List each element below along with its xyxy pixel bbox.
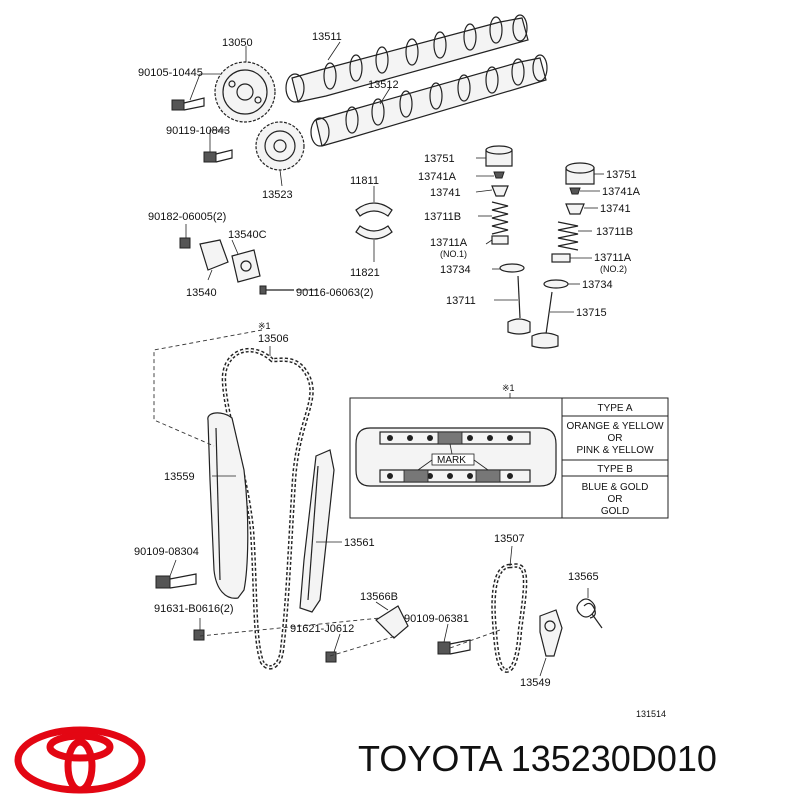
label-90182-06005: 90182-06005(2)	[148, 211, 226, 223]
label-13734-left: 13734	[440, 264, 471, 276]
diagram-id-code: 131514	[636, 709, 666, 719]
inset-row-orange-yellow: ORANGE & YELLOW	[566, 421, 664, 432]
label-no2: (NO.2)	[600, 264, 627, 274]
label-11811: 11811	[350, 175, 379, 187]
label-90105-10445: 90105-10445	[138, 67, 203, 79]
inset-chain-marks: ※1 MARK TYPE A ORAN	[349, 383, 669, 519]
label-13561: 13561	[344, 537, 375, 549]
bolt-91621	[325, 651, 337, 663]
camshaft-13512	[310, 54, 548, 147]
label-11821: 11821	[350, 267, 380, 279]
label-13751-right: 13751	[606, 169, 637, 181]
label-13507: 13507	[494, 533, 525, 545]
bearing-11821	[355, 225, 393, 240]
bolt-90109-08304	[155, 573, 197, 589]
inset-row-pink-yellow: PINK & YELLOW	[576, 445, 654, 456]
label-91621-J0612: 91621-J0612	[290, 623, 354, 635]
label-13715: 13715	[576, 307, 607, 319]
label-13741-right: 13741	[600, 203, 631, 215]
label-13711B-right: 13711B	[596, 226, 633, 238]
inset-mark-label: MARK	[437, 455, 466, 466]
sprocket-13523	[255, 121, 305, 171]
label-90109-06381: 90109-06381	[404, 613, 469, 625]
callout-dashed-line	[153, 329, 263, 447]
product-title: TOYOTA 135230D010	[358, 738, 717, 779]
label-13565: 13565	[568, 571, 599, 583]
camshaft-13511	[285, 14, 529, 103]
label-13540: 13540	[186, 287, 217, 299]
label-13566B: 13566B	[360, 591, 398, 603]
inset-chain-drawing: MARK	[355, 427, 557, 487]
label-13741A-left: 13741A	[418, 171, 457, 183]
inset-row-type-a: TYPE A	[597, 403, 632, 414]
label-13741-left: 13741	[430, 187, 461, 199]
label-13549: 13549	[520, 677, 551, 689]
inset-row-or-a: OR	[608, 433, 623, 444]
label-90109-08304: 90109-08304	[134, 546, 199, 558]
label-13741A-right: 13741A	[602, 186, 641, 198]
tensioner-arm-13566B	[375, 605, 409, 639]
label-13523: 13523	[262, 189, 293, 201]
label-13506: 13506	[258, 333, 289, 345]
bolt-90105	[171, 97, 205, 111]
valve-assembly-no2	[531, 162, 595, 349]
chain-tensioner-13549	[539, 609, 563, 657]
label-90119-10843: 90119-10843	[166, 125, 230, 137]
label-13511: 13511	[312, 31, 342, 43]
inset-row-or-b: OR	[608, 494, 623, 505]
label-91631-B0616: 91631-B0616(2)	[154, 603, 234, 615]
chain-13507	[491, 563, 528, 673]
chain-slipper-13559	[207, 412, 249, 599]
spring-13565	[576, 598, 603, 629]
label-13512: 13512	[368, 79, 399, 91]
valve-assembly-no1	[485, 145, 531, 335]
label-13711: 13711	[446, 295, 476, 307]
inset-row-gold: GOLD	[601, 506, 629, 517]
label-13559: 13559	[164, 471, 195, 483]
label-90116-06063: 90116-06063(2)	[296, 287, 373, 299]
label-13711A-right: 13711A	[594, 252, 632, 264]
label-13751-left: 13751	[424, 153, 455, 165]
label-13050: 13050	[222, 37, 253, 49]
label-13540C: 13540C	[228, 229, 267, 241]
bolt-91631	[193, 629, 205, 641]
inset-callout-mark: ※1	[502, 383, 515, 393]
label-13711A-left: 13711A	[430, 237, 468, 249]
bolt-90119	[203, 149, 233, 163]
bearing-11811	[355, 202, 393, 217]
leader-lines	[169, 41, 604, 677]
inset-row-type-b: TYPE B	[597, 464, 633, 475]
toyota-logo-icon	[14, 726, 146, 794]
tensioner-13540	[179, 237, 294, 295]
timing-chain-13506	[221, 348, 314, 670]
chain-guide-13561	[299, 449, 335, 613]
label-callout-mark: ※1	[258, 321, 271, 331]
label-13734-right: 13734	[582, 279, 613, 291]
label-no1: (NO.1)	[440, 249, 467, 259]
vvt-gear-13050	[214, 61, 276, 123]
label-13711B-left: 13711B	[424, 211, 461, 223]
inset-row-blue-gold: BLUE & GOLD	[582, 482, 649, 493]
part-labels: 13050 13511 13512 90105-10445 90119-1084…	[134, 31, 666, 719]
